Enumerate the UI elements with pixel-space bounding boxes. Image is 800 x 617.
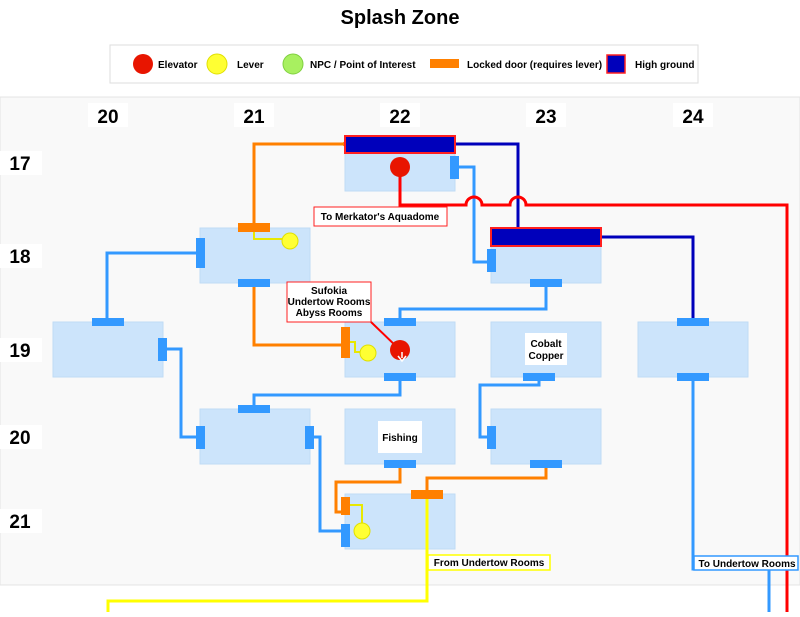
door[interactable] [341,524,350,547]
legend-npc-label: NPC / Point of Interest [310,60,416,71]
npc-legend-icon [282,53,304,75]
high-ground-23-18 [490,227,602,247]
column-label: 24 [682,107,704,128]
row-labels: 17 18 19 20 21 [0,151,42,533]
room-22-21[interactable] [344,493,456,550]
elevator-legend-icon [133,54,153,74]
door[interactable] [450,156,459,179]
lever-paths [106,229,429,612]
lever-icon[interactable] [359,344,377,362]
locked-door[interactable] [238,223,270,232]
row-label: 21 [9,512,31,533]
to-undertow-rooms-label: To Undertow Rooms [698,559,795,570]
column-label: 23 [535,107,556,128]
door[interactable] [523,373,555,381]
door[interactable] [487,426,496,449]
door[interactable] [158,338,167,361]
door[interactable] [530,279,562,287]
lever-legend-icon [206,53,228,75]
door[interactable] [92,318,124,326]
legend-lever-label: Lever [237,60,264,71]
door[interactable] [384,318,416,326]
column-label: 21 [243,107,265,128]
locked-door-legend-icon [430,59,459,68]
locked-doors [238,223,443,515]
page-title: Splash Zone [341,7,460,29]
row-label: 19 [9,341,30,362]
elevator-icon[interactable] [390,157,410,177]
legend: Elevator Lever NPC / Point of Interest L… [109,44,699,84]
poi-fishing-label: Fishing [382,433,418,444]
lever-icon[interactable] [353,522,371,540]
row-label: 17 [9,154,30,175]
room-23-20[interactable] [490,408,602,465]
elevator-down-icon[interactable] [390,340,410,363]
door[interactable] [530,460,562,468]
room-24-19[interactable] [637,321,749,378]
column-label: 22 [389,107,410,128]
legend-elevator-label: Elevator [158,60,198,71]
locked-door[interactable] [341,327,350,358]
poi-copper-label: Copper [529,351,564,362]
legend-locked-door-label: Locked door (requires lever) [467,60,602,71]
door[interactable] [677,318,709,326]
poi-cobalt-label: Cobalt [530,339,562,350]
high-ground-22-17 [344,135,456,154]
abyss-rooms-label: Abyss Rooms [296,308,363,319]
locked-door[interactable] [411,490,443,499]
lever-icon[interactable] [281,232,299,250]
locked-door[interactable] [341,497,350,515]
blue-paths [105,165,795,612]
door[interactable] [384,460,416,468]
door[interactable] [196,238,205,268]
door[interactable] [238,405,270,413]
room-21-20[interactable] [199,408,311,465]
door[interactable] [196,426,205,449]
doors [92,156,709,547]
high-ground-legend-icon [606,54,626,74]
door[interactable] [384,373,416,381]
door[interactable] [305,426,314,449]
column-label: 20 [97,107,118,128]
row-label: 18 [9,247,30,268]
merkator-aquadome-label: To Merkator's Aquadome [321,212,440,223]
row-label: 20 [9,428,30,449]
legend-high-ground-label: High ground [635,60,694,71]
column-labels: 20 21 22 23 24 [88,103,713,128]
door[interactable] [677,373,709,381]
door[interactable] [238,279,270,287]
door[interactable] [487,249,496,272]
undertow-rooms-label: Undertow Rooms [288,297,371,308]
room-20-19[interactable] [52,321,164,378]
sufokia-label: Sufokia [311,286,348,297]
from-undertow-rooms-label: From Undertow Rooms [434,558,545,569]
